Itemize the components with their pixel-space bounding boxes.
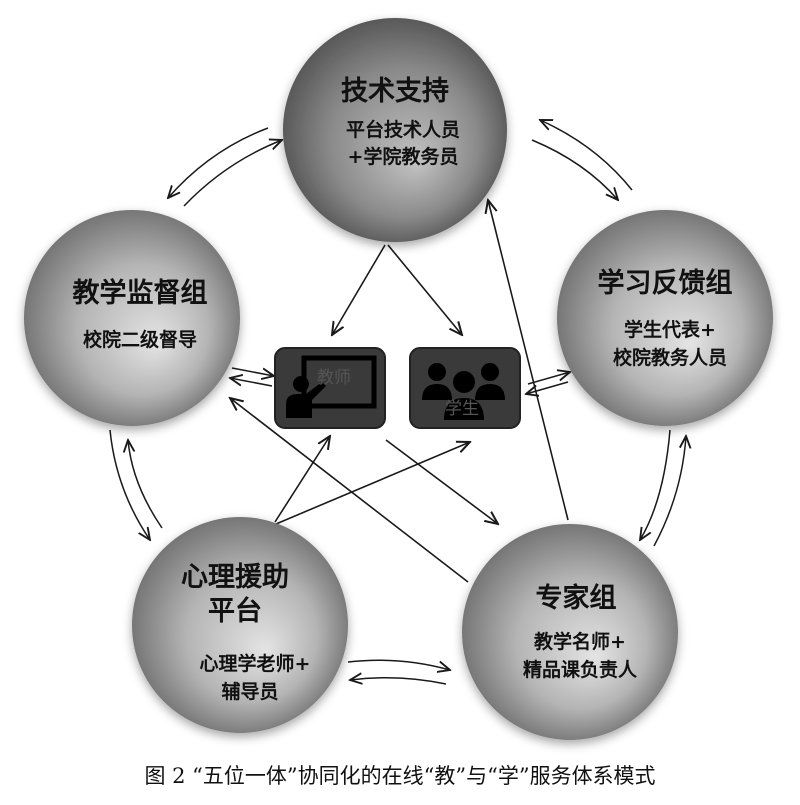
arrow-feedback-to-student: [526, 381, 569, 394]
arrow-expert-to-psych: [350, 678, 447, 684]
node-psych-line-1: 心理学老师+: [200, 652, 311, 675]
arrow-psych-to-teacher: [274, 436, 330, 523]
arrow-tech-to-teacher: [332, 244, 386, 335]
node-tech-title: 技术支持: [341, 76, 449, 107]
arrow-feedback-to-tech: [540, 120, 633, 191]
node-tech-line-2: +学院教务员: [348, 145, 459, 168]
node-psych-line-2: 辅导员: [221, 680, 278, 703]
teacher-label: 教师: [317, 368, 351, 388]
arrow-expert-to-supervision: [230, 398, 469, 583]
connector-lines: [230, 200, 569, 583]
teacher-presentation-icon: [286, 355, 377, 418]
arrow-student-to-feedback: [527, 372, 570, 385]
arrow-supervision-to-teacher: [231, 367, 274, 376]
node-feedback-line-1: 学生代表+: [624, 318, 716, 341]
arrow-teacher-to-supervision: [230, 378, 273, 387]
node-tech-support: 技术支持 平台技术人员 +学院教务员: [283, 18, 507, 242]
node-psych-title-line-2: 平台: [208, 595, 262, 627]
node-psych-title-line-1: 心理援助: [181, 562, 289, 593]
arrow-supervision-to-psych: [109, 429, 150, 540]
arrow-expert-to-tech: [488, 200, 569, 521]
node-teaching-supervision: 教学监督组 校院二级督导: [24, 210, 240, 426]
student-group-icon: [422, 363, 505, 420]
arrow-tech-to-student: [387, 244, 462, 335]
arrow-tech-to-feedback: [531, 139, 618, 200]
arrow-psych-to-student: [275, 442, 470, 525]
arrow-psych-to-supervision: [128, 440, 163, 529]
node-expert-group: 专家组 教学名师+ 精品课负责人: [462, 524, 678, 740]
node-learning-feedback: 学习反馈组 学生代表+ 校院教务人员: [557, 210, 773, 426]
arrow-feedback-to-expert: [640, 429, 671, 540]
arrow-supervision-to-tech: [183, 140, 282, 207]
node-feedback-title: 学习反馈组: [598, 267, 733, 299]
paired-arrows: [109, 120, 686, 684]
node-expert-line-2: 精品课负责人: [523, 658, 638, 681]
teacher-box: 教师: [274, 347, 386, 429]
node-expert-line-1: 教学名师+: [534, 630, 626, 653]
arrow-teacher-to-expert: [385, 439, 498, 524]
node-supervision-title: 教学监督组: [73, 277, 208, 309]
arrow-psych-to-expert: [347, 659, 450, 670]
node-feedback-line-2: 校院教务人员: [613, 346, 727, 369]
node-supervision-line-1: 校院二级督导: [83, 328, 197, 351]
node-tech-line-1: 平台技术人员: [346, 118, 460, 141]
arrow-tech-to-supervision: [168, 127, 269, 198]
student-label: 学生: [445, 399, 479, 419]
student-box: 学生: [409, 347, 521, 429]
node-expert-title: 专家组: [536, 582, 617, 614]
node-psych-aid: 心理援助 平台 心理学老师+ 辅导员: [132, 517, 348, 733]
arrow-expert-to-feedback: [653, 436, 686, 547]
figure-caption: 图 2 “五位一体”协同化的在线“教”与“学”服务体系模式: [144, 764, 656, 788]
